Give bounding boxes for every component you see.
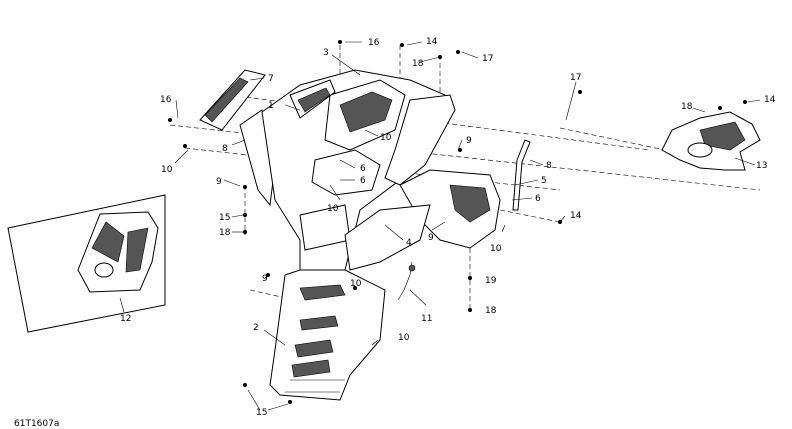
callout-3: 3 bbox=[323, 48, 329, 58]
callout-9-low: 9 bbox=[428, 233, 434, 243]
callout-2: 2 bbox=[253, 323, 259, 333]
callout-14-far: 14 bbox=[764, 95, 776, 105]
lower-front-2 bbox=[269, 269, 386, 401]
callout-15-bottom: 15 bbox=[256, 408, 267, 418]
callout-12: 12 bbox=[120, 314, 131, 324]
callout-17-top: 17 bbox=[482, 54, 493, 64]
callout-7: 7 bbox=[268, 74, 274, 84]
leader-lines bbox=[174, 41, 761, 411]
callout-18-mid: 18 bbox=[219, 228, 231, 238]
inset-panel-12 bbox=[7, 194, 166, 333]
right-side-panel bbox=[344, 169, 501, 271]
callout-4: 4 bbox=[406, 238, 412, 248]
callout-18-top: 18 bbox=[412, 59, 424, 69]
callout-10-c: 10 bbox=[380, 133, 392, 143]
callout-1: 1 bbox=[268, 101, 274, 111]
callout-13: 13 bbox=[756, 161, 767, 171]
callout-16-top: 16 bbox=[368, 38, 380, 48]
callout-10-bottom: 10 bbox=[350, 279, 362, 289]
callout-15-mid: 15 bbox=[219, 213, 230, 223]
callout-11: 11 bbox=[421, 314, 432, 324]
callout-8-right: 8 bbox=[546, 161, 552, 171]
callout-6-right: 6 bbox=[535, 194, 541, 204]
callout-8-left: 8 bbox=[222, 144, 228, 154]
callout-9-bottom: 9 bbox=[262, 274, 268, 284]
callout-14-top: 14 bbox=[426, 37, 438, 47]
callout-6-a: 6 bbox=[360, 164, 366, 174]
main-body bbox=[261, 69, 456, 271]
callout-10-lower: 10 bbox=[398, 333, 410, 343]
callout-17-right: 17 bbox=[570, 73, 581, 83]
right-fender-13 bbox=[661, 111, 761, 171]
callout-5: 5 bbox=[541, 176, 547, 186]
callout-10-right: 10 bbox=[490, 244, 502, 254]
strut-8 bbox=[512, 139, 531, 211]
callout-10-mid: 10 bbox=[327, 204, 339, 214]
cable-11 bbox=[397, 261, 416, 301]
callout-10-left: 10 bbox=[161, 165, 173, 175]
callout-18-right: 18 bbox=[681, 102, 693, 112]
callout-labels: 16 14 17 3 18 16 7 1 8 10 9 15 18 10 6 6… bbox=[120, 37, 776, 418]
callout-19: 19 bbox=[485, 276, 497, 286]
callout-16-left: 16 bbox=[160, 95, 172, 105]
callout-6-b: 6 bbox=[360, 176, 366, 186]
callout-9-left: 9 bbox=[216, 177, 222, 187]
callout-14-right: 14 bbox=[570, 211, 582, 221]
figure-id: 61T1607a bbox=[14, 419, 59, 429]
callout-9-c: 9 bbox=[466, 136, 472, 146]
callout-18-low: 18 bbox=[485, 306, 497, 316]
